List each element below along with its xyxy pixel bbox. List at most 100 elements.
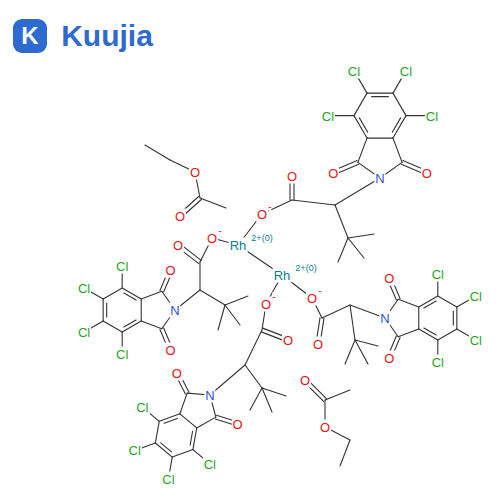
atom-label: Cl xyxy=(431,267,445,282)
bond-line xyxy=(372,96,389,97)
atom-label: O xyxy=(282,333,294,348)
atom-label: Rh xyxy=(273,268,292,283)
bond-line xyxy=(335,205,348,238)
atom-label: Cl xyxy=(321,108,335,123)
atom-label: O xyxy=(383,271,395,286)
bond-line xyxy=(245,365,262,388)
bond-line xyxy=(218,305,225,330)
atom-label: O xyxy=(312,337,324,352)
bond-line xyxy=(354,93,367,115)
atom-label: O xyxy=(260,297,272,312)
bond-line xyxy=(355,340,378,346)
atom-label: N xyxy=(169,303,180,318)
bond-line xyxy=(164,418,177,423)
atom-label: N xyxy=(374,171,385,186)
bond-line xyxy=(159,414,180,422)
atom-label: O xyxy=(306,291,318,306)
charge-label: 2+(0) xyxy=(251,234,272,243)
bond-line xyxy=(199,262,200,290)
logo-letter: K xyxy=(13,19,47,53)
bond-line xyxy=(418,307,419,329)
atom-label: O xyxy=(165,263,177,278)
bond-line xyxy=(190,431,192,445)
bond-line xyxy=(438,296,457,307)
bond-line xyxy=(340,440,350,466)
bond-line xyxy=(335,178,380,205)
atom-label: Cl xyxy=(399,63,413,78)
bond-line xyxy=(358,138,367,162)
atom-label: Cl xyxy=(128,443,142,458)
bond-line xyxy=(225,296,248,305)
bond-line xyxy=(141,291,162,299)
bond-line xyxy=(348,238,364,258)
bond-line xyxy=(200,198,226,208)
bond-line xyxy=(124,320,136,327)
bond-line xyxy=(424,328,436,335)
atom-label: Cl xyxy=(469,333,483,348)
atom-label: O xyxy=(319,420,331,435)
atom-label: O xyxy=(174,209,186,224)
bond-line xyxy=(106,303,107,317)
atom-label: O xyxy=(206,231,218,246)
atom-label: Cl xyxy=(77,325,91,340)
bond-line xyxy=(456,307,457,329)
bond-line xyxy=(367,138,393,139)
atom-label: O xyxy=(189,165,201,180)
bond-line xyxy=(354,116,367,138)
bond-line xyxy=(103,321,122,332)
atom-label: O xyxy=(165,342,177,357)
bond-line xyxy=(193,428,197,450)
bond-line xyxy=(392,118,400,132)
atom-label: O xyxy=(171,365,183,380)
bond-line xyxy=(398,329,419,337)
bond-line xyxy=(345,340,355,364)
bond-line xyxy=(262,388,272,412)
bond-line xyxy=(322,305,350,318)
bond-line xyxy=(141,321,162,329)
bond-line xyxy=(398,299,419,307)
bond-line xyxy=(424,301,436,308)
bond-line xyxy=(393,116,406,138)
atom-label: N xyxy=(204,388,215,403)
bond-line xyxy=(141,299,142,321)
atom-label: N xyxy=(379,311,390,326)
atom-label: O xyxy=(286,169,298,184)
bond-line xyxy=(453,311,454,325)
bond-line xyxy=(145,145,170,160)
bond-line xyxy=(200,290,225,305)
bond-line xyxy=(393,138,402,162)
atom-label: Cl xyxy=(135,400,149,415)
bond-line xyxy=(155,443,172,457)
atom-label: Cl xyxy=(425,108,439,123)
atom-label: Cl xyxy=(431,355,445,370)
atom-label: Cl xyxy=(469,289,483,304)
bond-line xyxy=(355,340,368,364)
bond-line xyxy=(292,200,335,205)
bond-line xyxy=(350,305,355,340)
bond-line xyxy=(197,417,216,428)
bond-line xyxy=(338,238,348,262)
atom-label: Cl xyxy=(77,281,91,296)
atom-label: O xyxy=(231,416,243,431)
atom-label: Cl xyxy=(115,259,129,274)
bond-line xyxy=(103,299,104,321)
bond-line xyxy=(172,450,193,458)
bond-line xyxy=(180,393,187,414)
bond-line xyxy=(325,390,350,400)
atom-label: O xyxy=(383,350,395,365)
bond-line xyxy=(262,388,286,396)
atom-label: Cl xyxy=(203,456,217,471)
bond-line xyxy=(245,330,262,365)
charge-label: - xyxy=(318,286,321,296)
bond-line xyxy=(348,234,374,238)
atom-label: O xyxy=(256,207,268,222)
bond-line xyxy=(367,93,393,94)
atom-label: Cl xyxy=(347,63,361,78)
bond-line xyxy=(124,293,136,300)
bond-line xyxy=(225,305,240,325)
atom-label: Cl xyxy=(115,347,129,362)
charge-label: - xyxy=(272,292,275,302)
